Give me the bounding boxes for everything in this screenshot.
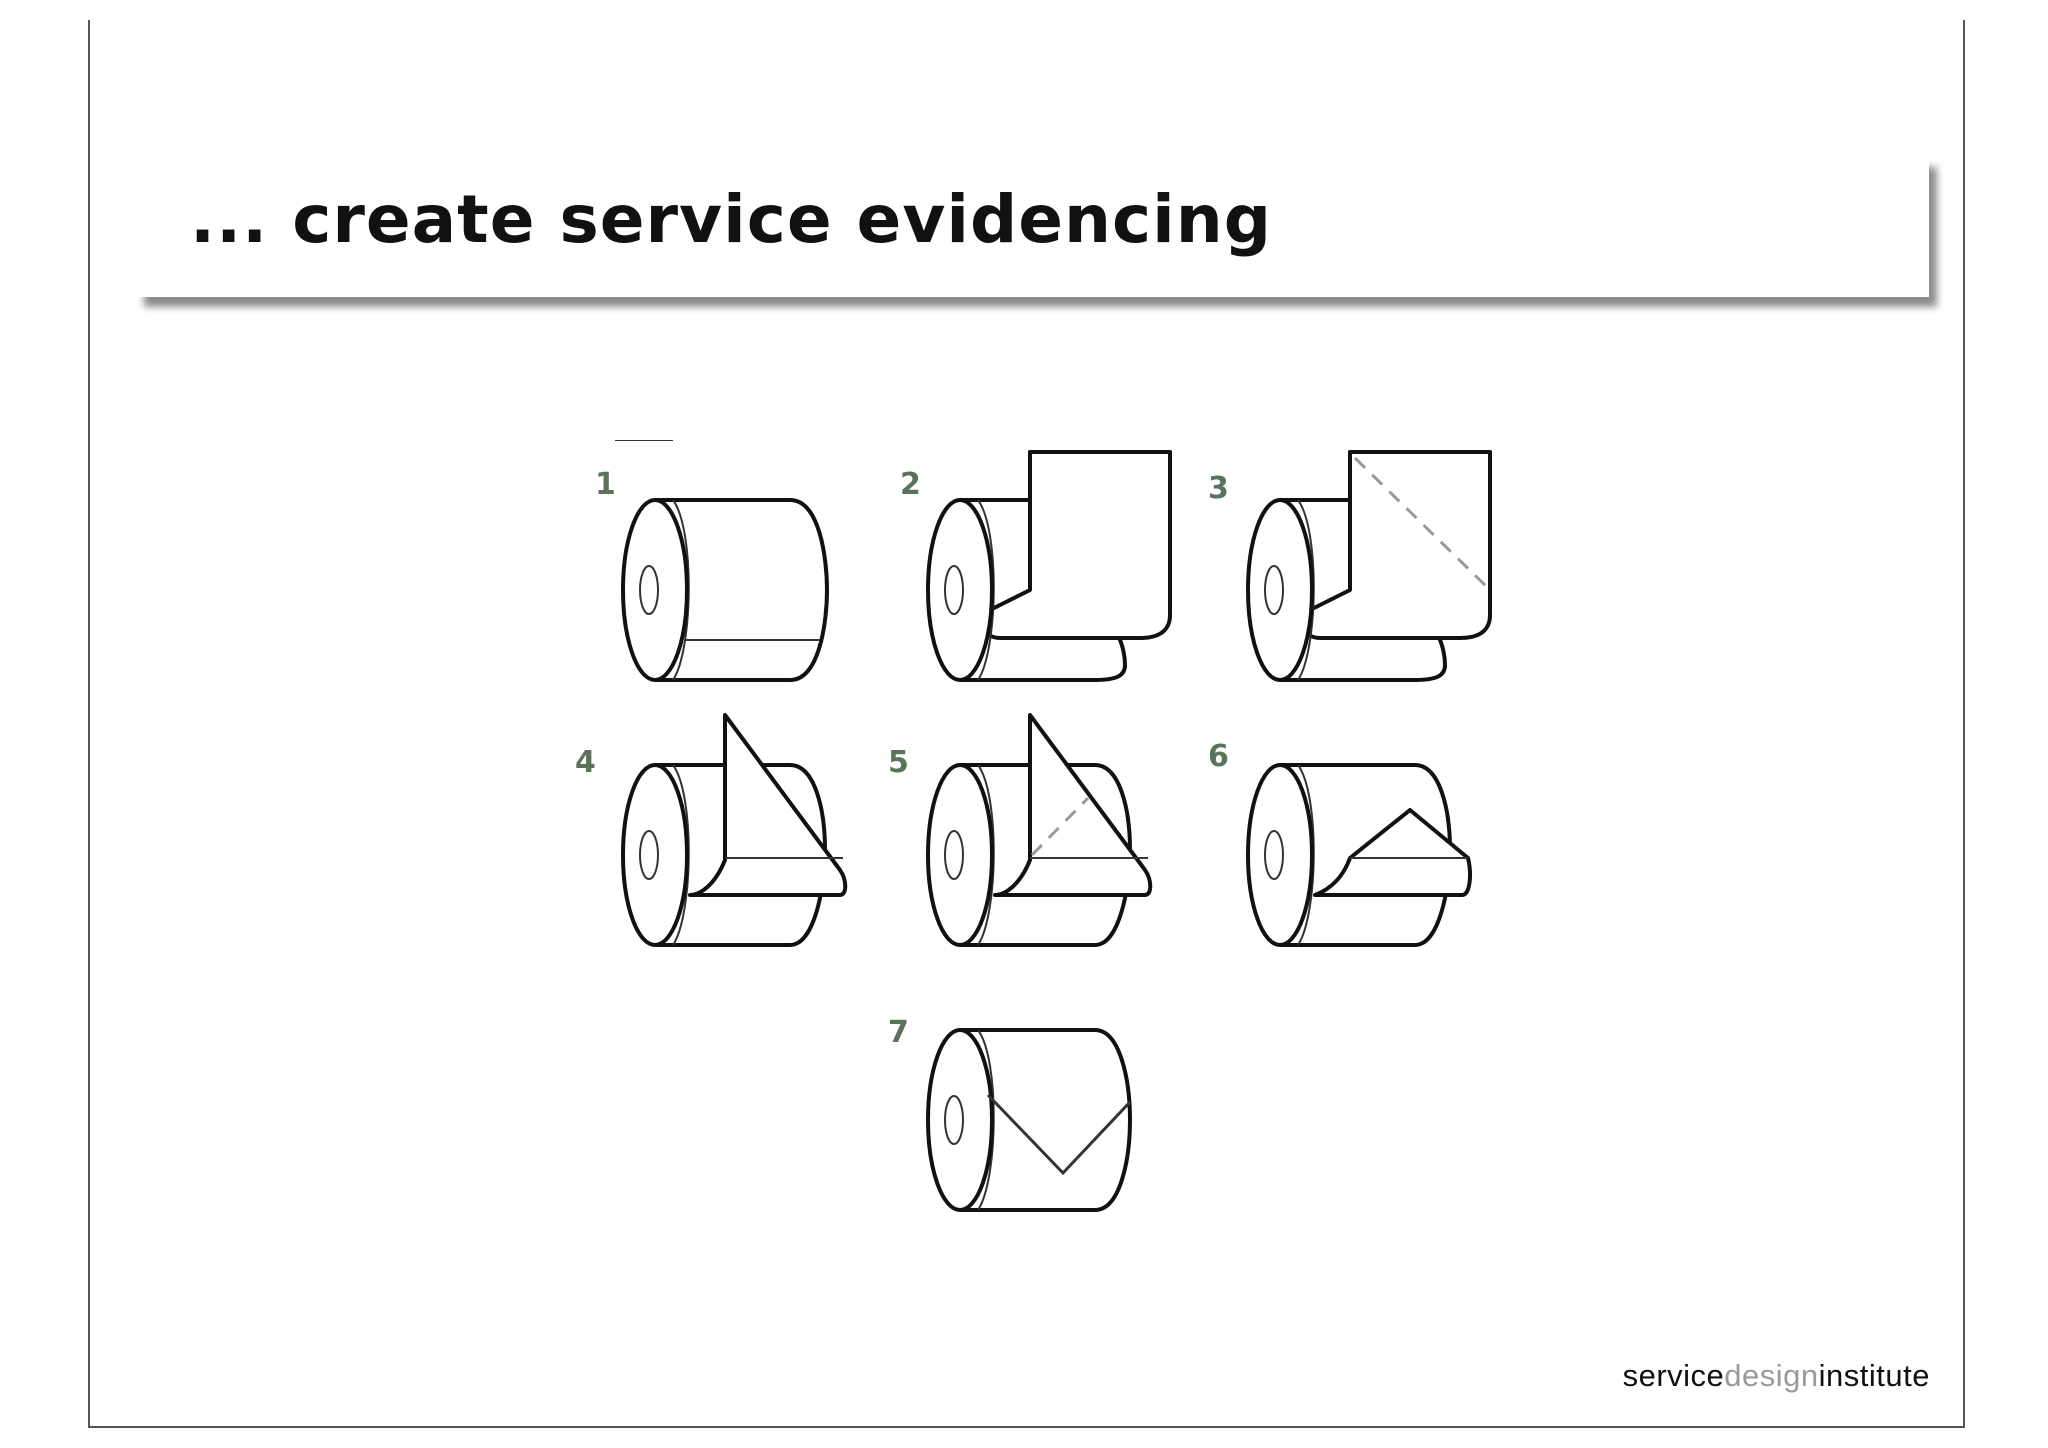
step-number-7: 7: [888, 1015, 909, 1050]
slide-title: ... create service evidencing: [190, 181, 1272, 258]
step-number-6: 6: [1208, 739, 1229, 774]
step-7-roll: [926, 1028, 1132, 1212]
step-number-5: 5: [888, 745, 909, 780]
step-1-roll: [615, 440, 829, 682]
step-4-roll: [621, 713, 848, 947]
step-6-roll: [1246, 763, 1472, 947]
step-number-1: 1: [595, 467, 616, 502]
step-3-roll: [1246, 450, 1492, 682]
step-number-2: 2: [900, 467, 921, 502]
step-2-roll: [926, 450, 1172, 682]
brand-part-design: design: [1724, 1358, 1819, 1393]
step-number-3: 3: [1208, 471, 1229, 506]
brand-part-institute: institute: [1818, 1358, 1930, 1393]
toilet-paper-folding-illustration: 1 2 3 4: [560, 440, 1520, 1220]
brand-logo: servicedesigninstitute: [1623, 1358, 1930, 1394]
title-bar: [136, 157, 1929, 297]
step-number-4: 4: [575, 745, 596, 780]
brand-part-service: service: [1622, 1358, 1725, 1393]
slide-frame: [88, 20, 1965, 1428]
step-5-roll: [926, 713, 1153, 947]
